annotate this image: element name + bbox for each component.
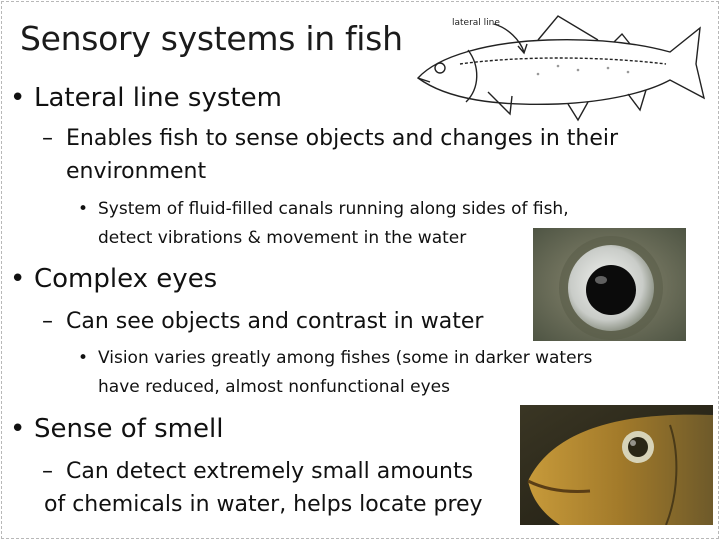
lateral-line-fish-diagram: lateral line (408, 6, 710, 124)
sub-sub-bullet-vision-varies: •Vision varies greatly among fishes (som… (78, 344, 592, 402)
sub-bullet-detect-chemicals: –Can detect extremely small amounts of c… (42, 455, 483, 521)
sub-bullet-see-objects: –Can see objects and contrast in water (42, 305, 483, 338)
dash-icon: – (42, 309, 53, 334)
bullet-lateral-line: •Lateral line system (10, 83, 282, 113)
sub-sub-bullet-fluid-canals: •System of fluid-filled canals running a… (78, 195, 569, 253)
fish-eye-photo (533, 228, 686, 341)
fish-head-photo (520, 405, 713, 525)
slide-title: Sensory systems in fish (20, 19, 403, 58)
bullet-dot-icon: • (10, 264, 26, 294)
bullet-sense-of-smell: •Sense of smell (10, 414, 224, 444)
dash-icon: – (42, 126, 53, 151)
dash-icon: – (42, 459, 53, 484)
bullet-dot-icon: • (10, 414, 26, 444)
lateral-line-label: lateral line (452, 18, 500, 28)
bullet-complex-eyes: •Complex eyes (10, 264, 218, 294)
sub-bullet-sense-objects: –Enables fish to sense objects and chang… (42, 122, 618, 188)
bullet-dot-icon: • (78, 199, 89, 219)
bullet-dot-icon: • (78, 348, 89, 368)
bullet-dot-icon: • (10, 83, 26, 113)
